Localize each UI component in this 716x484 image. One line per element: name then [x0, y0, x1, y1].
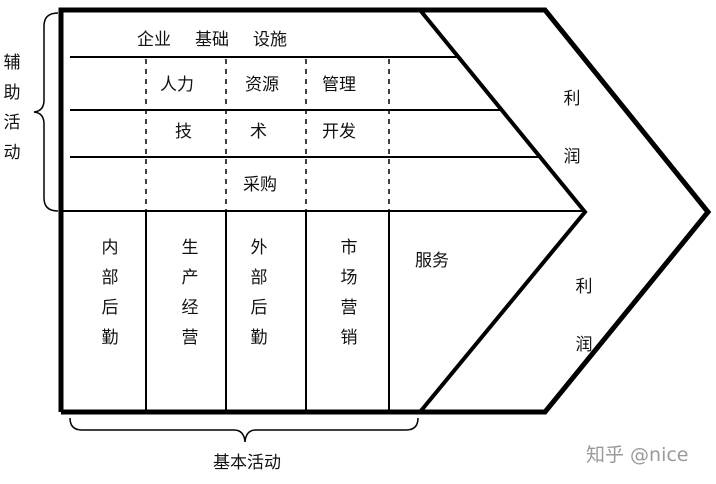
- support-brace: [33, 12, 59, 212]
- tech-word-1: 技: [175, 122, 192, 142]
- outline-left-top: [58, 7, 712, 415]
- margin-label-lower: 利润: [575, 277, 593, 355]
- primary-activity-marketing-sales: 市场营销: [340, 238, 358, 348]
- primary-activity-service: 服务: [415, 251, 449, 271]
- procurement-label: 采购: [243, 175, 277, 195]
- hr-word-1: 人力: [160, 75, 194, 95]
- watermark: 知乎 @nice: [586, 444, 689, 466]
- primary-group-label: 基本活动: [213, 453, 281, 473]
- primary-activity-inbound-logistics: 内部后勤: [101, 238, 119, 348]
- infrastructure-word-1: 企业: [137, 30, 171, 50]
- hr-word-3: 管理: [322, 75, 356, 95]
- margin-label-upper: 利润: [563, 89, 581, 167]
- infrastructure-word-2: 基础: [195, 30, 229, 50]
- primary-dividers: [145, 211, 390, 412]
- tech-word-2: 术: [250, 122, 267, 142]
- infrastructure-word-3: 设施: [253, 30, 287, 50]
- hr-word-2: 资源: [245, 75, 279, 95]
- support-group-label: 辅助活动: [3, 53, 21, 163]
- tech-word-3: 开发: [322, 122, 356, 142]
- primary-activity-outbound-logistics: 外部后勤: [250, 238, 268, 348]
- primary-brace: [69, 417, 419, 443]
- primary-activity-operations: 生产经营: [181, 238, 199, 348]
